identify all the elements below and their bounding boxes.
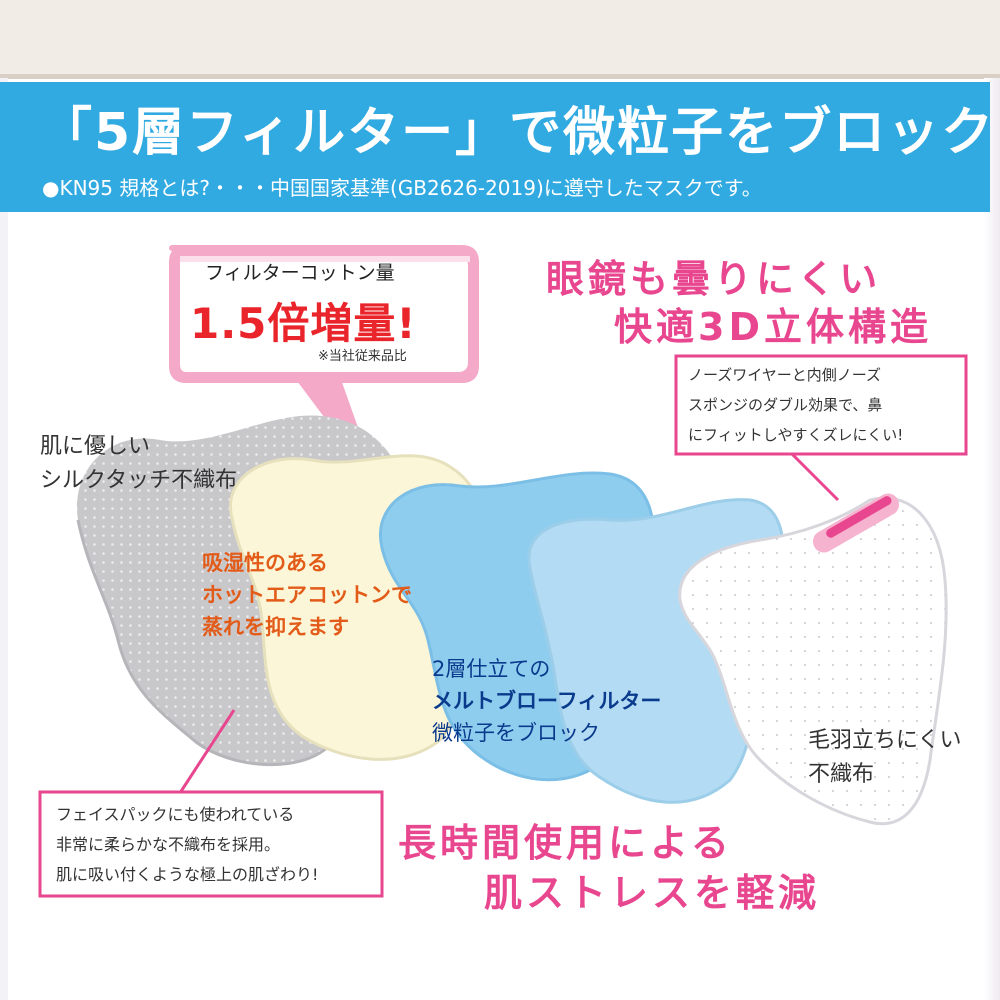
fog-claim-line1: 眼鏡も曇りにくい: [546, 257, 882, 301]
filter-cotton-label: フィルターコットン量: [205, 262, 395, 284]
nose-callout-line3: にフィットしやすくズレにくい!: [688, 426, 904, 444]
layer2-line2: ホットエアコットンで: [202, 583, 412, 607]
nose-wire: [812, 493, 900, 553]
layer3-line2: メルトブローフィルター: [432, 689, 662, 713]
stress-claim-line2: 肌ストレスを軽減: [484, 871, 821, 915]
facepack-line2: 非常に柔らかな不織布を採用。: [56, 835, 281, 854]
box-left-edge: [0, 78, 8, 1000]
layer2-line1: 吸湿性のある: [202, 551, 328, 575]
layer1-line2: シルクタッチ不織布: [40, 468, 238, 493]
headline-text: 「5層フィルター」で微粒子をブロック!: [40, 103, 1000, 163]
nose-callout-line1: ノーズワイヤーと内側ノーズ: [688, 366, 882, 384]
box-top-edge: [0, 0, 1000, 78]
layer3-line3: 微粒子をブロック: [432, 721, 600, 745]
filter-amount-value: 1.5倍増量!: [190, 299, 417, 348]
layer4-line1: 毛羽立ちにくい: [808, 728, 962, 753]
layer4-line2: 不織布: [808, 762, 875, 787]
kn95-definition-text: ●KN95 規格とは?・・・中国国家基準(GB2626-2019)に遵守したマス…: [42, 176, 762, 200]
headline-banner: [0, 82, 990, 212]
box-right-edge: [984, 78, 1000, 1000]
nose-callout-line2: スポンジのダブル効果で、鼻: [688, 396, 883, 414]
nose-callout-frame: [674, 354, 968, 502]
facepack-line1: フェイスパックにも使われている: [56, 805, 295, 824]
facepack-line3: 肌に吸い付くような極上の肌ざわり!: [56, 865, 319, 884]
layer3-line1: 2層仕立ての: [432, 657, 551, 681]
fog-claim-line2: 快適3D立体構造: [614, 305, 932, 349]
layer2-line3: 蒸れを抑えます: [202, 615, 349, 639]
layer5-white-shape: [678, 496, 948, 826]
facepack-callout-frame: [38, 709, 384, 898]
layer1-line1: 肌に優しい: [40, 434, 151, 459]
comparison-note: ※当社従来品比: [318, 349, 407, 364]
box-top-edge-line: [0, 74, 1000, 79]
stress-claim-line1: 長時間使用による: [398, 821, 733, 865]
filter-amount-bubble: [169, 245, 479, 479]
